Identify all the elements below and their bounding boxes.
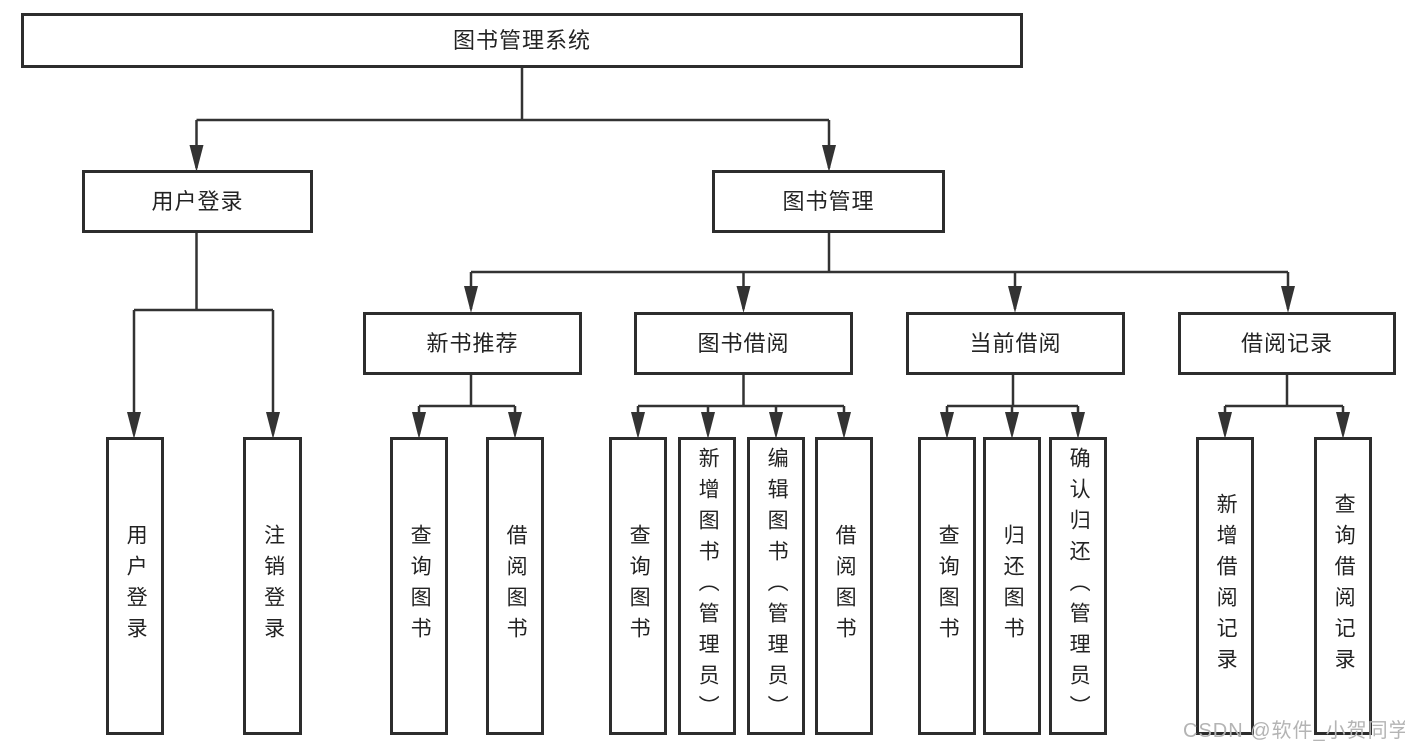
csdn-watermark: CSDN @软件_小贺同学 [1183,720,1405,742]
leaf-logout: 注销登录 [243,437,302,735]
leaf-edit-book-admin: 编辑图书（管理员） [747,437,805,735]
node-new-book-recommendation: 新书推荐 [363,312,582,375]
arrowhead [412,412,426,439]
node-library-management-system: 图书管理系统 [21,13,1023,68]
arrowhead [189,145,204,172]
node-current-borrowing: 当前借阅 [906,312,1125,375]
arrowhead [837,412,851,439]
arrowhead [1005,412,1019,439]
arrowhead [464,286,478,313]
node-book-borrowing: 图书借阅 [634,312,853,375]
leaf-query-books-current: 查询图书 [918,437,976,735]
arrowhead [1218,412,1232,439]
leaf-add-book-admin: 新增图书（管理员） [678,437,736,735]
arrowhead [508,412,522,439]
arrowhead [769,412,783,439]
leaf-user-login: 用户登录 [106,437,164,735]
arrowhead [736,286,751,313]
arrowhead [1336,412,1350,439]
arrowhead [1008,286,1022,313]
node-borrowing-records: 借阅记录 [1178,312,1396,375]
node-user-login: 用户登录 [82,170,313,233]
leaf-borrow-books-recommend: 借阅图书 [486,437,544,735]
node-book-management: 图书管理 [712,170,945,233]
leaf-query-books-borrowing: 查询图书 [609,437,667,735]
arrowhead [940,412,954,439]
arrowhead [266,412,280,439]
arrowhead [1281,286,1295,313]
leaf-query-books-recommend: 查询图书 [390,437,448,735]
leaf-query-borrow-record: 查询借阅记录 [1314,437,1372,735]
connector-paths [132,68,1345,434]
leaf-borrow-books: 借阅图书 [815,437,873,735]
leaf-return-books: 归还图书 [983,437,1041,735]
arrowhead [631,412,645,439]
arrowhead [822,145,836,172]
arrowhead [1071,412,1085,439]
arrowhead [701,412,715,439]
leaf-confirm-return-admin: 确认归还（管理员） [1049,437,1107,735]
leaf-add-borrow-record: 新增借阅记录 [1196,437,1254,735]
arrowhead [127,412,141,439]
